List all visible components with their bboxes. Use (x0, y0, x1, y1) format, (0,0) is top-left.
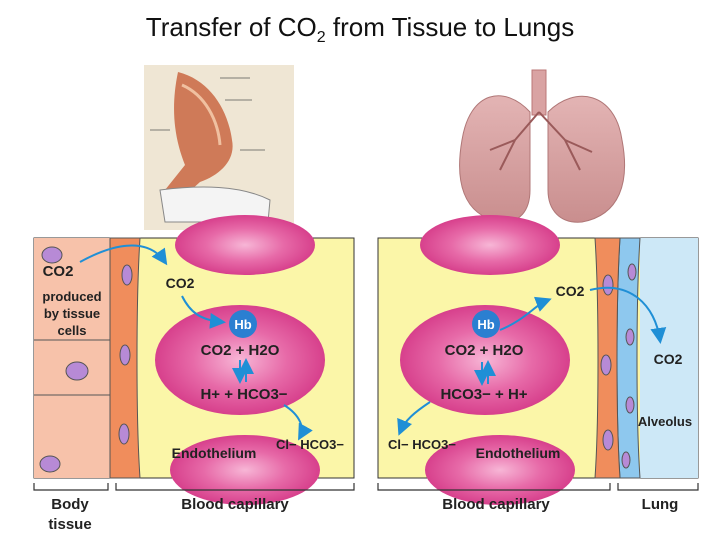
leg-muscle-illustration (144, 65, 294, 230)
left-ions-label: Cl− HCO3− (276, 437, 344, 452)
produced-line-2: by tissue (44, 306, 100, 321)
lungs-illustration (459, 69, 626, 223)
right-equation-1: CO2 + H2O (445, 342, 524, 359)
left-rbc-co2-label: CO2 (166, 275, 195, 291)
lung-label: Lung (642, 496, 679, 513)
produced-line-3: cells (58, 323, 87, 338)
right-hb-label: Hb (477, 317, 494, 332)
body-tissue-label-line-1: Body (51, 496, 89, 513)
title-subscript: 2 (316, 29, 326, 47)
right-rbc-co2-label: CO2 (556, 283, 585, 299)
alveolus-co2-label: CO2 (654, 351, 683, 367)
tissue-co2-label: CO2 (43, 263, 74, 280)
produced-line-1: produced (42, 289, 101, 304)
right-endothelium-label: Endothelium (476, 445, 561, 461)
tissue-panel (33, 215, 355, 505)
title-prefix: Transfer of CO (145, 12, 317, 42)
blood-capillary-left-label: Blood capillary (181, 496, 289, 513)
left-endothelium-label: Endothelium (172, 445, 257, 461)
left-hb-label: Hb (234, 317, 251, 332)
left-equation-2: H+ + HCO3− (200, 386, 287, 403)
left-equation-1: CO2 + H2O (201, 342, 280, 359)
blood-capillary-right-label: Blood capillary (442, 496, 550, 513)
alveolus-label: Alveolus (638, 414, 692, 429)
body-tissue-label-line-2: tissue (48, 516, 91, 533)
right-equation-2: HCO3− + H+ (440, 386, 527, 403)
title-suffix: from Tissue to Lungs (325, 12, 575, 42)
bottom-brackets (33, 483, 699, 491)
right-ions-label: Cl− HCO3− (388, 437, 456, 452)
page-title: Transfer of CO2 from Tissue to Lungs (0, 12, 720, 47)
lung-panel (377, 215, 699, 505)
